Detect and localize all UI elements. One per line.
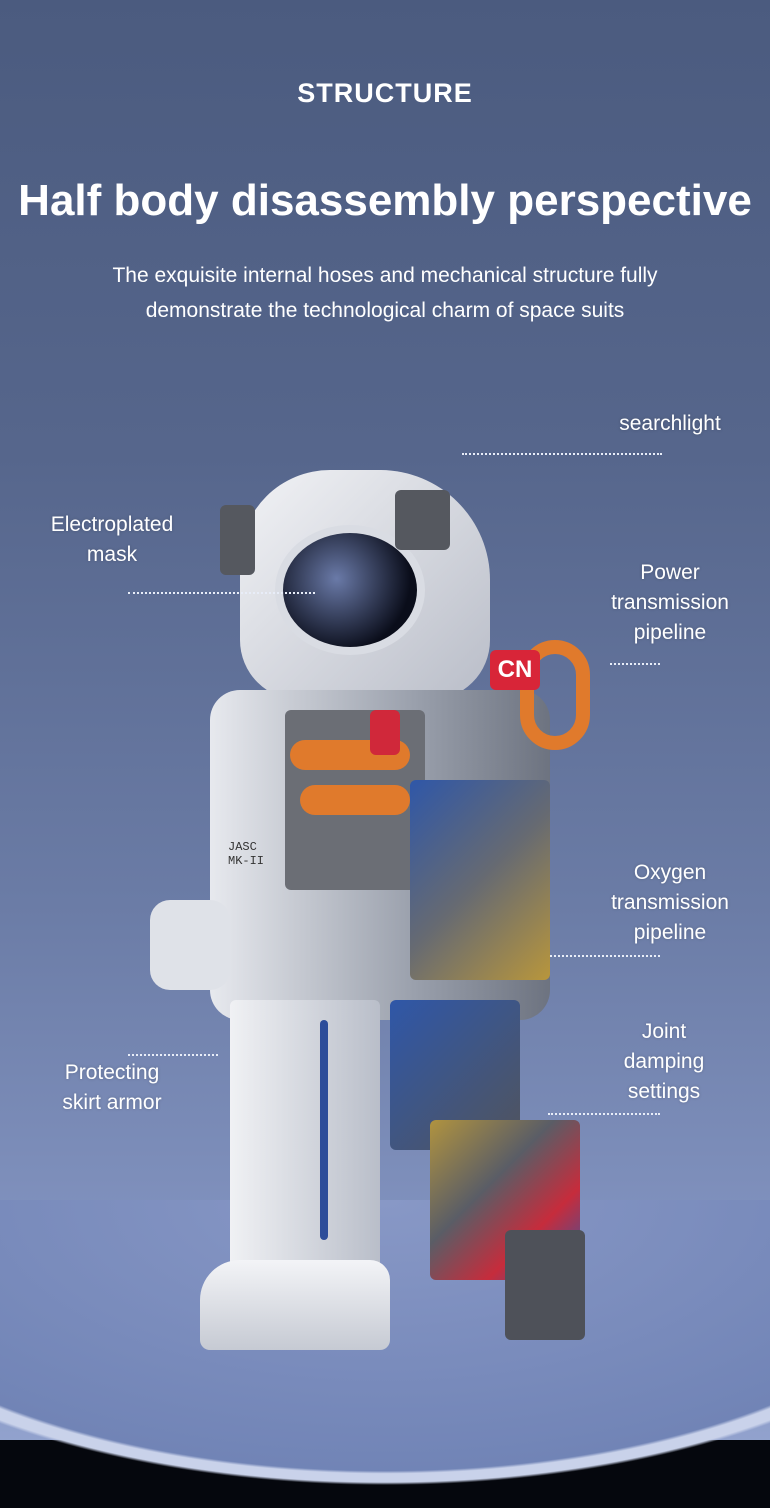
callout-power-pipeline: Power transmission pipeline — [570, 558, 770, 648]
page-title: Half body disassembly perspective — [18, 176, 752, 225]
callout-text: transmission — [611, 891, 729, 914]
callout-text: Protecting — [64, 1061, 160, 1084]
callout-searchlight: searchlight — [619, 412, 721, 435]
flag-badge: CN — [490, 650, 540, 690]
callout-oxygen-pipeline: Oxygen transmission pipeline — [570, 858, 770, 948]
callout-text: settings — [627, 1080, 701, 1103]
callout-text: transmission — [611, 591, 729, 614]
page-subtitle: The exquisite internal hoses and mechani… — [60, 258, 710, 328]
chest-text: JASC — [228, 840, 257, 854]
leader-line — [548, 1113, 660, 1115]
callout-text: pipeline — [633, 621, 707, 644]
callout-text: damping — [623, 1050, 705, 1073]
subtitle-line: The exquisite internal hoses and mechani… — [112, 264, 658, 287]
callout-text: Electroplated — [50, 513, 174, 536]
leader-line — [128, 1054, 218, 1056]
chest-text: MK-II — [228, 854, 265, 868]
callout-text: Oxygen — [633, 861, 707, 884]
leader-line — [610, 663, 660, 665]
callout-electroplated-mask: Electroplated mask — [12, 510, 212, 570]
leader-line — [462, 453, 662, 455]
callout-text: Joint — [641, 1020, 687, 1043]
callout-text: skirt armor — [62, 1091, 162, 1114]
callout-joint-damping: Joint damping settings — [564, 1017, 764, 1107]
callout-text: mask — [86, 543, 138, 566]
callout-text: Power — [640, 561, 700, 584]
callout-text: pipeline — [633, 921, 707, 944]
section-kicker: STRUCTURE — [297, 78, 473, 108]
callout-skirt-armor: Protecting skirt armor — [12, 1058, 212, 1118]
display-platform — [0, 1200, 770, 1500]
subtitle-line: demonstrate the technological charm of s… — [145, 299, 625, 322]
leader-line — [128, 592, 315, 594]
leader-line — [550, 955, 660, 957]
